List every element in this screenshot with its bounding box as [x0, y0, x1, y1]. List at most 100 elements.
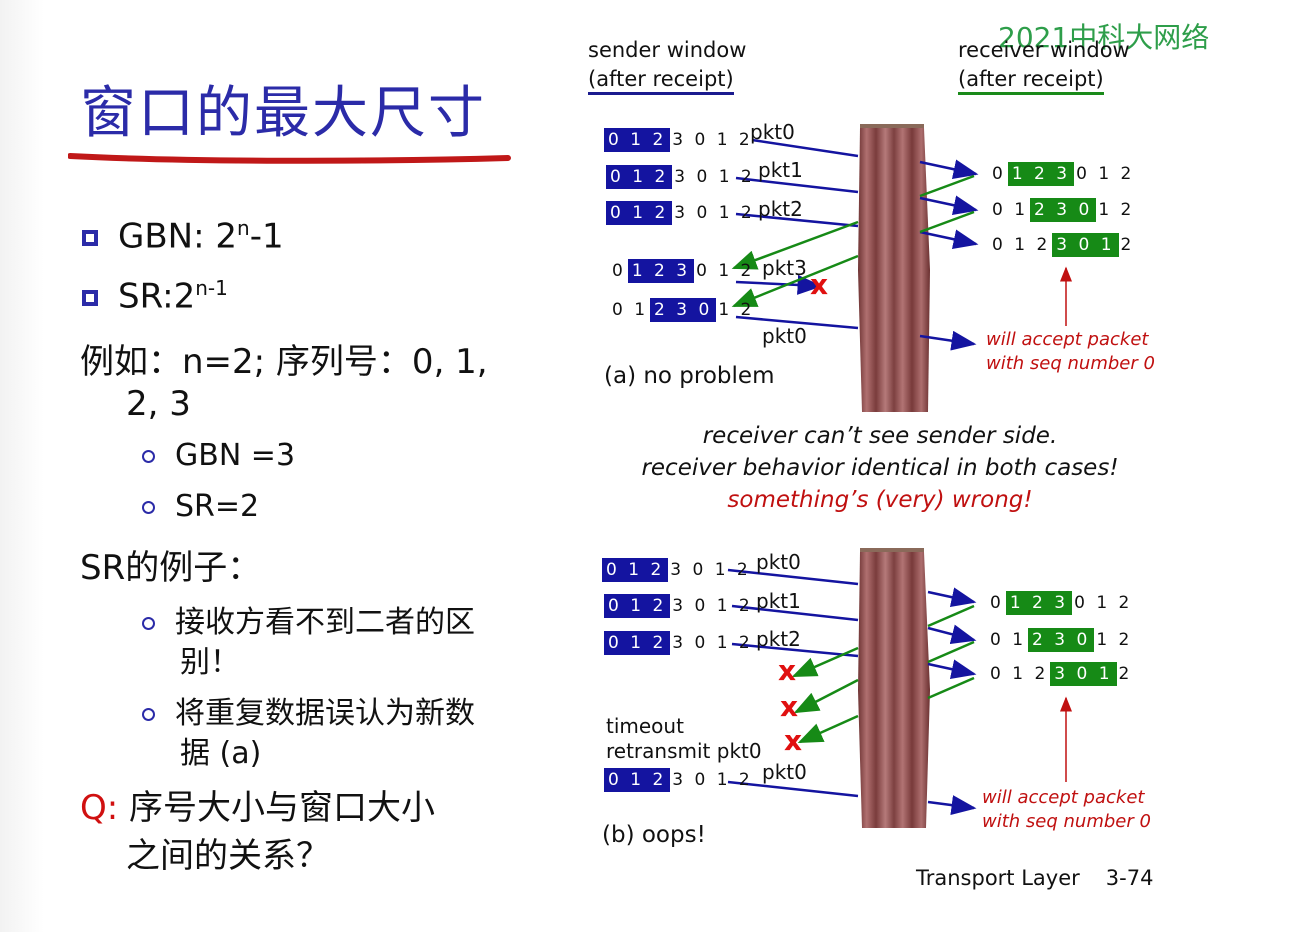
- seq-number-group: 0 1 2: [1076, 164, 1135, 184]
- seq-number-group: 3 0 1 2: [672, 633, 753, 653]
- page-title: 窗口的最大尺寸: [80, 81, 486, 146]
- seq-number-group: 0: [992, 164, 1006, 184]
- seq-number-group: 0 1 2: [696, 261, 755, 281]
- accept-note-a-line-2: with seq number 0: [986, 353, 1155, 374]
- seq-number-group: 0 1: [990, 630, 1027, 650]
- middle-note-line-3: something’s (very) wrong!: [727, 487, 1033, 513]
- seq-number-group: 2 3 0: [650, 298, 717, 322]
- gbn-exponent: n: [237, 216, 250, 240]
- pkt0-label-b: pkt0: [756, 550, 801, 574]
- seq-number-group: 3 0 1: [1050, 662, 1117, 686]
- seq-number-group: 1 2 3: [1007, 162, 1075, 186]
- example-line-1: 例如：n=2; 序列号：0, 1,: [80, 342, 488, 382]
- sender-header: sender window (after receipt): [588, 36, 746, 95]
- question: Q: 序号大小与窗口大小: [80, 780, 435, 829]
- accept-note-a-line-1: will accept packet: [986, 329, 1149, 350]
- seq-number-group: 3 0 1 2: [670, 560, 751, 580]
- seq-number-group: 1 2: [1098, 200, 1135, 220]
- seq-number-group: 0 1 2: [992, 235, 1051, 255]
- sub-bullet-sr: SR=2: [142, 489, 259, 524]
- seq-number-group: 0: [612, 261, 626, 281]
- bullet-sr: SR:2n-1: [82, 276, 228, 316]
- accept-note-b-line-1: will accept packet: [982, 787, 1145, 808]
- seq-number-group: 2 3 0: [1030, 198, 1097, 222]
- seq-number-group: 3 0 1 2: [672, 770, 753, 790]
- caption-a: (a) no problem: [604, 363, 775, 389]
- q-label: Q:: [80, 788, 119, 828]
- watermark: 2021中科大网络: [998, 21, 1210, 54]
- seq-number-group: 0 1 2: [990, 664, 1049, 684]
- circle-bullet-icon: [142, 708, 155, 721]
- seq-number-group: 3 0 1 2: [674, 167, 755, 187]
- sr-exponent: n-1: [195, 276, 228, 300]
- lost-packet-x-icon: x: [810, 268, 829, 301]
- seq-number-group: 0 1 2: [604, 594, 671, 618]
- pkt0-label: pkt0: [750, 120, 795, 144]
- question-line-2: 之间的关系？: [126, 836, 330, 876]
- receiver-header-line-2: (after receipt): [958, 67, 1104, 95]
- gbn-suffix: -1: [249, 216, 284, 257]
- lost-ack-x-icon: x: [784, 724, 803, 757]
- seq-number-group: 1 2 3: [1005, 591, 1073, 615]
- mistake-line-2: 据 (a): [180, 736, 262, 771]
- slide-edge-shade: [0, 0, 44, 932]
- pkt1-label: pkt1: [758, 158, 803, 182]
- lost-ack-x-icon: x: [780, 690, 799, 723]
- seq-number-group: 0 1 2: [1074, 593, 1133, 613]
- footer-page-number: 3-74: [1105, 866, 1154, 890]
- square-bullet-icon: [82, 229, 98, 246]
- sr-example-heading: SR的例子：: [80, 548, 262, 588]
- curtain-a-icon: [858, 124, 930, 412]
- middle-note-line-2: receiver behavior identical in both case…: [641, 455, 1119, 481]
- retransmit-label: retransmit pkt0: [606, 739, 762, 763]
- receiver-header: receiver window (after receipt): [958, 36, 1130, 95]
- seq-number-group: 0 1 2: [604, 128, 671, 152]
- accept-note-b-line-2: with seq number 0: [982, 811, 1151, 832]
- middle-note: receiver can’t see sender side. receiver…: [600, 420, 1160, 516]
- seq-number-group: 2: [1120, 235, 1135, 255]
- pkt1-label-b: pkt1: [756, 589, 801, 613]
- accept-note-b: will accept packet with seq number 0: [982, 786, 1151, 834]
- curtain-b-icon: [858, 548, 930, 828]
- circle-bullet-icon: [142, 617, 155, 630]
- pkt3-label: pkt3: [762, 256, 807, 280]
- pkt2-label-b: pkt2: [756, 627, 801, 651]
- seq-number-group: 1 2 3: [627, 259, 695, 283]
- sub-gbn-text: GBN =3: [175, 438, 296, 473]
- seq-number-group: 1 2: [1096, 630, 1133, 650]
- mistake-text-1: 将重复数据误认为新数: [175, 696, 475, 731]
- accept-note-a: will accept packet with seq number 0: [986, 328, 1155, 376]
- timeout-label: timeout: [606, 714, 684, 738]
- cannot-see-text-1: 接收方看不到二者的区: [175, 605, 475, 640]
- sr-text: SR:2: [118, 276, 196, 317]
- circle-bullet-icon: [142, 450, 155, 463]
- example-line-2: 2, 3: [126, 384, 191, 424]
- gbn-text: GBN: 2: [118, 216, 237, 257]
- pkt2-label: pkt2: [758, 197, 803, 221]
- square-bullet-icon: [82, 289, 98, 306]
- caption-b: (b) oops!: [602, 822, 706, 848]
- seq-number-group: 3 0 1 2: [672, 596, 753, 616]
- sub-sr-text: SR=2: [175, 489, 260, 524]
- sender-header-line-2: (after receipt): [588, 67, 734, 95]
- receiver-header-line-1: receiver window: [958, 38, 1130, 62]
- lost-ack-x-icon: x: [778, 654, 797, 687]
- cannot-see-line-2: 别！: [180, 645, 240, 680]
- seq-number-group: 1 2: [718, 300, 755, 320]
- q-text-1: 序号大小与窗口大小: [118, 788, 436, 828]
- pkt0-retransmit-label: pkt0: [762, 324, 807, 348]
